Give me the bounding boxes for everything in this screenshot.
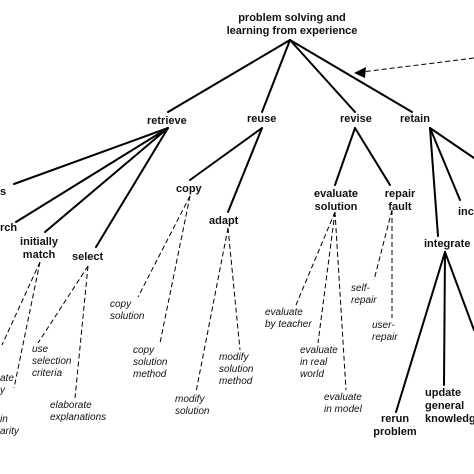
task-repair-fault: repair fault	[384, 188, 416, 213]
edge-eval-model	[334, 211, 347, 391]
edge-revise-evaluate	[334, 127, 356, 186]
task-copy: copy	[176, 183, 202, 195]
root-task-label: problem solving and learning from experi…	[226, 12, 358, 37]
method-ate-y-partial: ate y	[0, 373, 14, 396]
edge-eval-realworld	[317, 211, 336, 344]
task-revise: revise	[340, 113, 372, 125]
edge-reuse-copy	[189, 127, 263, 181]
edge-repair-self	[373, 209, 393, 281]
edge-root-retain	[289, 39, 413, 113]
method-elaborate-explanations: elaborate explanations	[50, 400, 107, 423]
task-integrate: integrate	[424, 238, 471, 250]
edge-root-revise	[289, 39, 356, 113]
edge-retain-integrate	[429, 127, 439, 237]
method-modify-solution-method: modify solution method	[219, 352, 254, 387]
edge-select-criteria	[37, 265, 89, 344]
task-retrieve: retrieve	[147, 115, 187, 127]
edge-revise-repair	[354, 127, 391, 186]
task-reuse: reuse	[247, 113, 277, 125]
edge-copy-copymethod	[159, 195, 191, 344]
edge-retrieve-s	[13, 127, 169, 185]
task-adapt: adapt	[209, 215, 239, 227]
edge-integrate-rerun	[395, 251, 446, 413]
edge-select-elaborate	[74, 265, 89, 399]
method-modify-solution: modify solution	[175, 394, 210, 417]
edge-retain-inc	[429, 127, 461, 201]
edge-adapt-modifysolution	[195, 227, 229, 393]
edge-retrieve-select	[95, 127, 169, 248]
task-inc-partial: inc	[458, 206, 474, 218]
edge-root-reuse	[261, 39, 291, 113]
task-retain: retain	[400, 113, 430, 125]
method-evaluate-in-model: evaluate in model	[324, 392, 362, 415]
task-search-partial: rch	[0, 222, 18, 234]
method-in-arity-partial: in arity	[0, 414, 19, 437]
method-copy-solution-method: copy solution method	[133, 345, 168, 380]
edge-reuse-adapt	[227, 127, 263, 213]
edge-retrieve-initially-match	[44, 127, 169, 233]
edge-retain-right	[429, 127, 474, 159]
edge-root-retrieve	[167, 39, 291, 113]
method-use-selection-criteria: use selection criteria	[32, 344, 72, 379]
edge-input-arrow	[361, 57, 474, 73]
edge-copy-copysolution	[137, 195, 191, 298]
method-copy-solution: copy solution	[110, 299, 145, 322]
edge-eval-teacher	[295, 211, 336, 306]
task-evaluate-solution: evaluate solution	[313, 188, 359, 213]
task-update-general-knowledge: update general knowledg	[425, 387, 474, 425]
task-initially-match: initially match	[20, 236, 58, 261]
edge-retrieve-search	[15, 127, 169, 223]
task-s-partial: s	[0, 186, 7, 198]
method-evaluate-by-teacher: evaluate by teacher	[265, 307, 312, 330]
method-self-repair: self- repair	[351, 283, 377, 306]
task-rerun-problem: rerun problem	[373, 413, 417, 438]
edge-adapt-modifymethod	[227, 227, 241, 351]
edge-match-method-b	[13, 261, 41, 389]
edge-match-method-a	[1, 261, 41, 346]
task-select: select	[72, 251, 104, 263]
edge-integrate-update	[443, 251, 446, 386]
method-user-repair: user- repair	[372, 320, 398, 343]
method-evaluate-in-real-world: evaluate in real world	[300, 345, 338, 380]
edge-integrate-right	[444, 251, 474, 331]
input-arrowhead	[354, 67, 366, 78]
